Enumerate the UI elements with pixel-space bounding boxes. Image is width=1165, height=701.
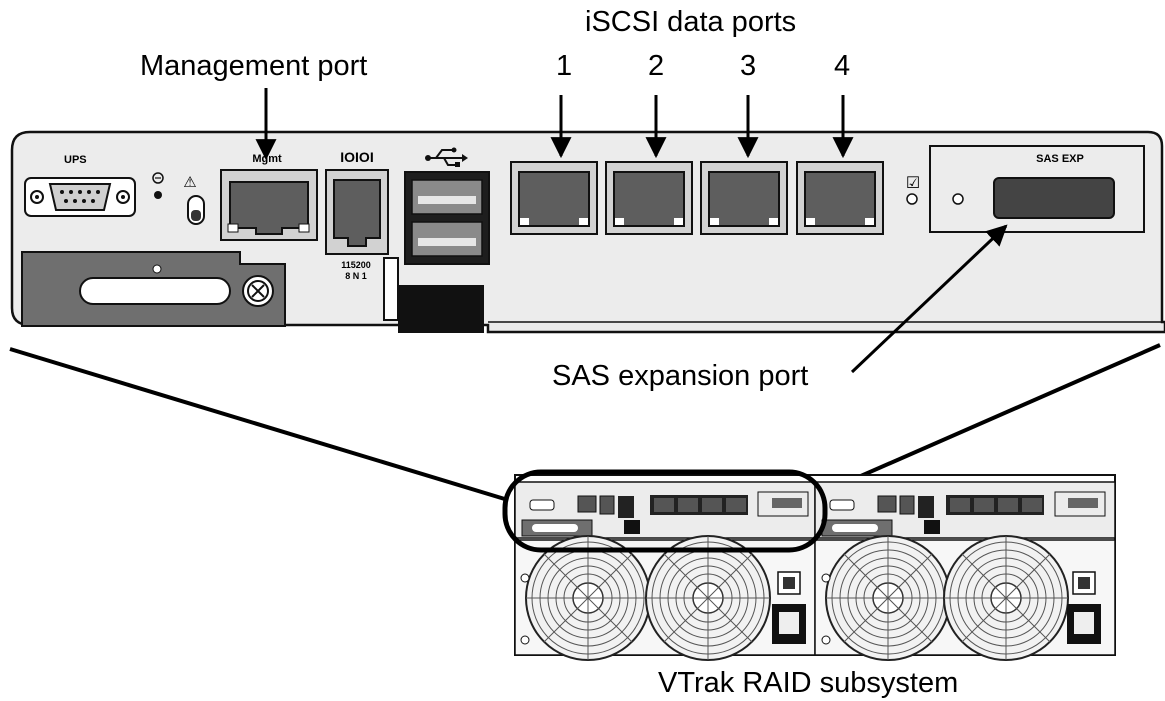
ups-port: UPS (24, 154, 136, 217)
power-switch-icon (1072, 571, 1096, 595)
iscsi-ports-title: iSCSI data ports (585, 6, 797, 38)
cable-clip (383, 257, 484, 333)
baud-label: 115200 (341, 260, 371, 270)
sas-expansion-port-label: SAS expansion port (552, 360, 809, 392)
screw-icon (242, 275, 274, 307)
warning-icon: ⚠ (183, 174, 196, 191)
subsystem-label: VTrak RAID subsystem (658, 667, 959, 699)
management-port-label: Management port (140, 50, 368, 82)
usb-icon (425, 147, 468, 167)
iscsi-port-4[interactable] (796, 161, 884, 235)
fan-icon (943, 535, 1069, 661)
port-number-4: 4 (834, 50, 851, 82)
release-lever-plate[interactable] (21, 251, 286, 327)
iscsi-port-3[interactable] (700, 161, 788, 235)
serial-label: IOIOI (340, 149, 373, 165)
callout-arrows (255, 88, 1008, 374)
power-socket-icon (1067, 604, 1101, 644)
power-switch-icon (777, 571, 801, 595)
highlight-outline (502, 469, 828, 553)
sas-expansion-port[interactable]: SAS EXP (929, 145, 1145, 233)
db9-connector-icon (24, 177, 136, 217)
activity-led (906, 193, 918, 205)
port-number-1: 1 (556, 50, 573, 82)
port-number-3: 3 (740, 50, 757, 82)
ups-label: UPS (64, 154, 87, 166)
fan-icon (825, 535, 951, 661)
power-switch-icon[interactable] (187, 195, 205, 225)
status-led (152, 172, 164, 199)
serial-port[interactable]: IOIOI 115200 8 N 1 (325, 149, 389, 281)
iscsi-port-1[interactable] (510, 161, 598, 235)
sas-exp-label: SAS EXP (1036, 153, 1084, 165)
parity-label: 8 N 1 (345, 271, 367, 281)
vtrak-subsystem (514, 474, 1116, 661)
usb-ports[interactable] (404, 147, 490, 265)
iscsi-port-2[interactable] (605, 161, 693, 235)
check-icon: ☑ (906, 175, 920, 192)
power-socket-icon (772, 604, 806, 644)
port-number-2: 2 (648, 50, 665, 82)
fan-icon (645, 535, 771, 661)
fan-icon (525, 535, 651, 661)
management-port[interactable]: Mgmt (220, 153, 318, 241)
